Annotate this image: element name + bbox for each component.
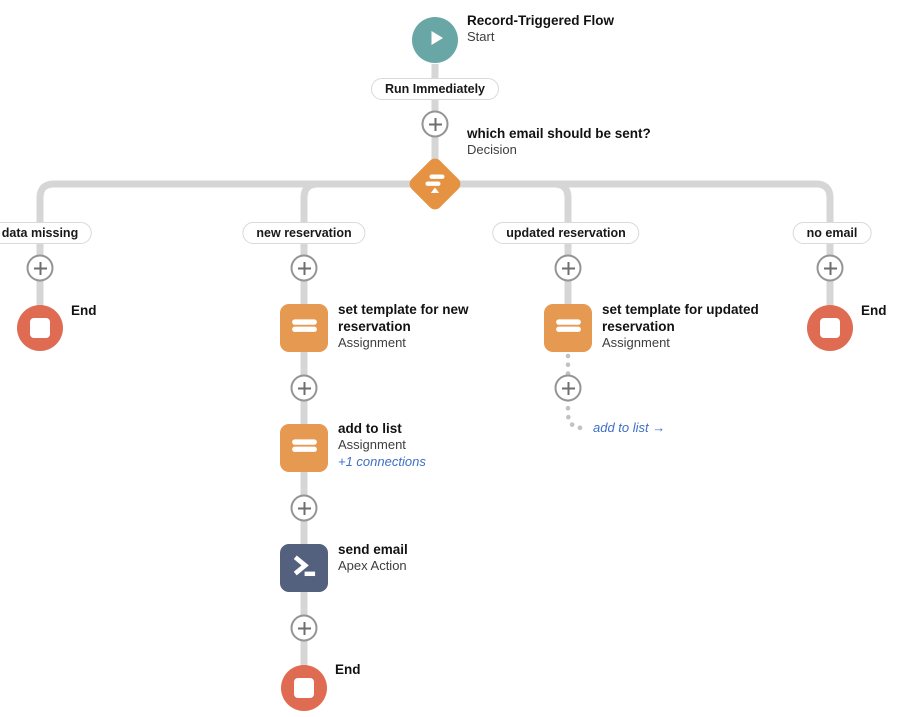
end-label-new-reservation: End — [335, 662, 361, 677]
connector-branch-new-reservation — [300, 180, 319, 306]
branch-pill-new-reservation: new reservation — [242, 222, 366, 244]
assignment-node-set-template-updated[interactable] — [544, 304, 592, 352]
apex-node-send-email[interactable] — [280, 544, 328, 592]
end-node-new-reservation[interactable] — [281, 665, 327, 711]
start-subtitle: Start — [467, 29, 495, 44]
add-element-button-data-missing[interactable] — [26, 254, 54, 282]
end-icon — [294, 678, 314, 698]
connector-branch-updated-reservation — [553, 180, 572, 306]
assignment-label-add-to-list: add to list Assignment +1 connections — [338, 421, 426, 469]
add-element-button-after-set-template-updated[interactable] — [554, 374, 582, 402]
end-node-no-email[interactable] — [807, 305, 853, 351]
branch-pill-updated-reservation: updated reservation — [492, 222, 640, 244]
branch-pill-no-email: no email — [792, 222, 872, 244]
add-element-button-start[interactable] — [421, 110, 449, 138]
assignment-equals-icon — [291, 312, 318, 344]
connections-link[interactable]: +1 connections — [338, 453, 426, 469]
end-label-data-missing: End — [71, 303, 97, 318]
connector-goto-dotted — [565, 353, 588, 431]
decision-title: which email should be sent? — [467, 126, 651, 141]
end-icon — [820, 318, 840, 338]
assignment-node-add-to-list[interactable] — [280, 424, 328, 472]
add-element-button-no-email[interactable] — [816, 254, 844, 282]
assignment-label-set-template-new: set template for new reservation Assignm… — [338, 302, 469, 350]
assignment-node-set-template-new[interactable] — [280, 304, 328, 352]
decision-signpost-icon — [423, 170, 447, 199]
trigger-pill[interactable]: Run Immediately — [370, 78, 500, 100]
play-icon — [423, 26, 447, 55]
add-element-button-after-add-to-list[interactable] — [290, 494, 318, 522]
start-label: Record-Triggered Flow Start — [467, 12, 614, 46]
start-node[interactable] — [412, 17, 458, 63]
terminal-prompt-icon — [290, 552, 318, 585]
end-icon — [30, 318, 50, 338]
add-element-button-after-send-email[interactable] — [290, 614, 318, 642]
add-element-button-after-set-template-new[interactable] — [290, 374, 318, 402]
decision-label: which email should be sent? Decision — [467, 125, 651, 159]
add-element-button-updated-reservation[interactable] — [554, 254, 582, 282]
decision-node[interactable] — [406, 155, 464, 213]
end-label-no-email: End — [861, 303, 887, 318]
assignment-equals-icon — [555, 312, 582, 344]
goto-add-to-list-link[interactable]: add to list → — [593, 420, 666, 435]
branch-pill-data-missing: data missing — [0, 222, 93, 244]
end-node-data-missing[interactable] — [17, 305, 63, 351]
apex-label-send-email: send email Apex Action — [338, 542, 408, 573]
start-title: Record-Triggered Flow — [467, 13, 615, 28]
decision-subtitle: Decision — [467, 142, 517, 157]
assignment-equals-icon — [291, 432, 318, 464]
assignment-label-set-template-updated: set template for updated reservation Ass… — [602, 302, 759, 350]
add-element-button-new-reservation[interactable] — [290, 254, 318, 282]
